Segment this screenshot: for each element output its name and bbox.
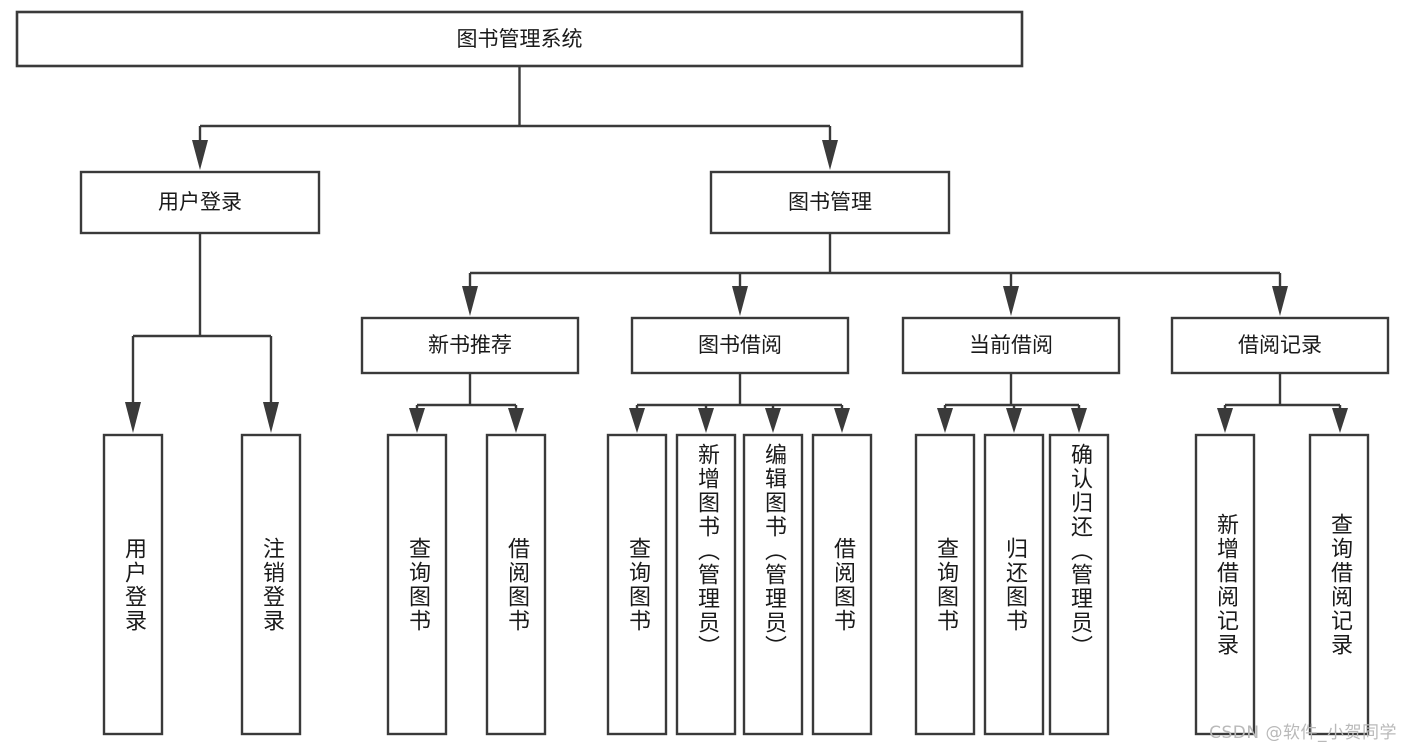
leaf-rect-borrow-book[interactable]: [811, 433, 873, 736]
node-book-management-rect[interactable]: [709, 170, 951, 235]
node-current-borrow-rect[interactable]: [901, 316, 1121, 375]
node-current-borrow-label: 当前借阅: [969, 333, 1053, 357]
arrow-head-icon: [698, 408, 714, 433]
leaf-rect-confirm-return-admin[interactable]: [1048, 433, 1110, 736]
watermark-text: CSDN @软件_小贺同学: [1209, 723, 1397, 743]
arrow-head-icon: [937, 408, 953, 433]
node-borrow-record-label: 借阅记录: [1238, 333, 1322, 357]
arrow-head-icon: [765, 408, 781, 433]
leaf-rect-borrow-book-new[interactable]: [485, 433, 547, 736]
node-book-borrow-label: 图书借阅: [698, 333, 782, 357]
node-book-management[interactable]: 图书管理: [709, 170, 951, 235]
leaf-rect-return-book[interactable]: [983, 433, 1045, 736]
arrow-head-icon: [125, 402, 141, 433]
node-book-management-label: 图书管理: [788, 190, 872, 214]
connector-group-user-login: [125, 233, 279, 433]
arrow-head-icon: [629, 408, 645, 433]
arrow-head-icon: [1003, 286, 1019, 316]
node-borrow-record[interactable]: 借阅记录: [1170, 316, 1390, 375]
node-new-book-recommend-rect[interactable]: [360, 316, 580, 375]
arrow-head-icon: [508, 408, 524, 433]
leaf-rect-query-book-new[interactable]: [386, 433, 448, 736]
arrow-head-icon: [462, 286, 478, 316]
leaf-rect-query-book-borrow[interactable]: [606, 433, 668, 736]
node-new-book-recommend-label: 新书推荐: [428, 333, 512, 357]
node-book-borrow[interactable]: 图书借阅: [630, 316, 850, 375]
connector-group-book-borrow: [629, 373, 850, 433]
node-user-login[interactable]: 用户登录: [79, 170, 321, 235]
connector-group-current-borrow: [937, 373, 1087, 433]
leaf-rect-user-login[interactable]: [102, 433, 164, 736]
leaf-rect-edit-book-admin[interactable]: [742, 433, 804, 736]
arrow-head-icon: [1217, 408, 1233, 433]
leaf-rect-add-book-admin[interactable]: [675, 433, 737, 736]
arrow-head-icon: [192, 140, 208, 170]
arrow-head-icon: [263, 402, 279, 433]
leaf-rect-logout[interactable]: [240, 433, 302, 736]
connector-group-borrow-record: [1217, 373, 1348, 433]
node-user-login-label: 用户登录: [158, 190, 242, 214]
leaf-rect-query-borrow-record[interactable]: [1308, 433, 1370, 736]
leaf-box-group: [102, 433, 1370, 736]
node-new-book-recommend[interactable]: 新书推荐: [360, 316, 580, 375]
arrow-head-icon: [732, 286, 748, 316]
node-book-borrow-rect[interactable]: [630, 316, 850, 375]
connector-group-book-management: [462, 233, 1288, 316]
arrow-head-icon: [834, 408, 850, 433]
connector-group-root: [192, 66, 838, 170]
leaf-rect-add-borrow-record[interactable]: [1194, 433, 1256, 736]
node-borrow-record-rect[interactable]: [1170, 316, 1390, 375]
arrow-head-icon: [409, 408, 425, 433]
node-root-rect[interactable]: [15, 10, 1024, 68]
node-user-login-rect[interactable]: [79, 170, 321, 235]
node-root[interactable]: 图书管理系统: [15, 10, 1024, 68]
arrow-head-icon: [1272, 286, 1288, 316]
connector-group-new-book: [409, 373, 524, 433]
leaf-rect-query-book-current[interactable]: [914, 433, 976, 736]
arrow-head-icon: [1332, 408, 1348, 433]
arrow-head-icon: [822, 140, 838, 170]
arrow-head-icon: [1071, 408, 1087, 433]
arrow-head-icon: [1006, 408, 1022, 433]
node-root-label: 图书管理系统: [457, 27, 583, 51]
node-current-borrow[interactable]: 当前借阅: [901, 316, 1121, 375]
